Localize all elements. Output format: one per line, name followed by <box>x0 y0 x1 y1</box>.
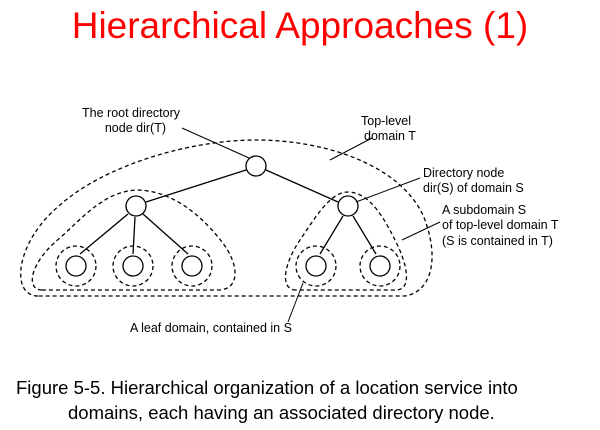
label-leaf-domain: A leaf domain, contained in S <box>130 321 292 335</box>
directory-node-s <box>337 195 359 217</box>
label-dir-node-line1: Directory node <box>423 166 504 180</box>
leaf-domain-outline <box>55 245 97 287</box>
pointer-directory-node-s <box>355 177 421 203</box>
label-root-line2: node dir(T) <box>105 121 166 135</box>
label-subdomain-line2: of top-level domain T <box>442 218 559 232</box>
pointer-root-node <box>181 127 250 159</box>
leaf-node <box>122 255 144 277</box>
figure-caption-line-1: Figure 5-5. Hierarchical organization of… <box>16 377 518 398</box>
leaf-node <box>305 255 327 277</box>
left-subdomain-outline <box>31 189 236 291</box>
slide-title: Hierarchical Approaches (1) <box>71 5 529 46</box>
edge-root-left <box>145 169 247 203</box>
root-node <box>245 155 267 177</box>
tree-edges <box>79 169 377 255</box>
figure-caption-line-2: domains, each having an associated direc… <box>68 402 495 423</box>
label-subdomain-line3: (S is contained in T) <box>442 234 553 248</box>
label-top-level-line1: Top-level <box>361 114 411 128</box>
leaf-domain-outline <box>295 245 337 287</box>
label-root-line1: The root directory <box>82 106 181 120</box>
label-dir-node-line2: dir(S) of domain S <box>423 181 524 195</box>
edge-right-leaf1 <box>319 215 344 255</box>
leaf-domain-outline <box>171 245 213 287</box>
pointer-subdomain-s <box>401 221 441 241</box>
subdomain-s-outline <box>284 191 408 291</box>
left-directory-node <box>125 195 147 217</box>
edge-left-leaf1 <box>79 213 129 255</box>
edge-right-leaf2 <box>352 215 377 255</box>
label-subdomain-line1: A subdomain S <box>442 203 526 217</box>
leaf-domain-outline <box>359 245 401 287</box>
pointer-leaf-domain <box>287 282 304 323</box>
leaf-node <box>369 255 391 277</box>
pointer-top-level-domain <box>329 137 373 161</box>
edge-root-right <box>265 169 339 203</box>
leaf-node <box>65 255 87 277</box>
edge-left-leaf2 <box>132 216 136 255</box>
pointer-lines <box>181 127 441 323</box>
label-top-level-line2: domain T <box>364 129 416 143</box>
edge-left-leaf3 <box>142 213 189 255</box>
top-level-domain-outline <box>20 139 433 297</box>
leaf-node <box>181 255 203 277</box>
